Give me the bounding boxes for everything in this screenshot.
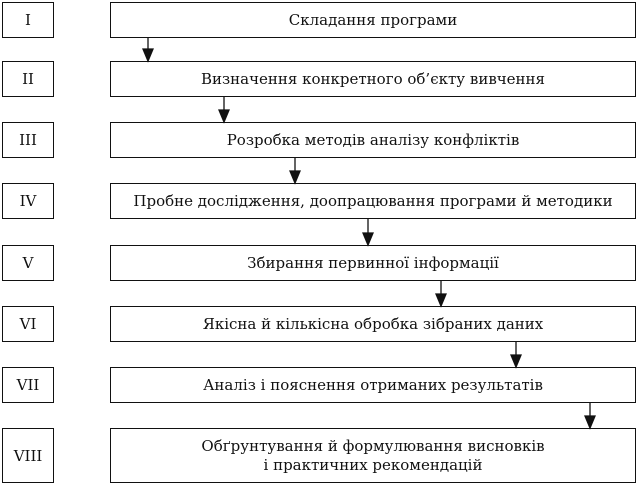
stage-box-5: Збирання первинної інформації	[110, 245, 636, 281]
stage-box-8: Обґрунтування й формулювання висновків і…	[110, 428, 636, 483]
stage-number-label: III	[19, 131, 37, 149]
stage-box-7: Аналіз і пояснення отриманих результатів	[110, 367, 636, 403]
stage-number-label: VII	[16, 376, 40, 394]
arrow-2-3	[218, 97, 230, 124]
arrow-5-6	[435, 281, 447, 308]
stage-number-label: I	[25, 11, 31, 29]
stage-number-label: IV	[19, 192, 37, 210]
stage-number-5: V	[2, 245, 54, 281]
stage-text: Складання програми	[288, 10, 458, 29]
arrow-7-8	[584, 403, 596, 430]
stage-number-6: VI	[2, 306, 54, 342]
stage-text: Пробне дослідження, доопрацювання програ…	[133, 191, 613, 210]
stage-number-3: III	[2, 122, 54, 158]
stage-text: Розробка методів аналізу конфліктів	[226, 130, 520, 149]
stage-box-6: Якісна й кількісна обробка зібраних дани…	[110, 306, 636, 342]
stage-number-4: IV	[2, 183, 54, 219]
stage-box-2: Визначення конкретного об’єкту вивчення	[110, 61, 636, 97]
arrow-1-2	[142, 38, 154, 63]
stage-box-1: Складання програми	[110, 2, 636, 38]
arrow-4-5	[362, 219, 374, 247]
stage-text: Аналіз і пояснення отриманих результатів	[203, 375, 543, 394]
stage-text: Обґрунтування й формулювання висновків і…	[201, 436, 545, 474]
stage-number-label: V	[22, 254, 34, 272]
stage-number-label: VIII	[13, 446, 43, 465]
arrow-6-7	[510, 342, 522, 369]
stage-number-8: VIII	[2, 428, 54, 483]
arrow-3-4	[289, 158, 301, 185]
stage-text: Визначення конкретного об’єкту вивчення	[200, 69, 546, 88]
stage-box-3: Розробка методів аналізу конфліктів	[110, 122, 636, 158]
stage-text: Якісна й кількісна обробка зібраних дани…	[202, 314, 544, 333]
stage-box-4: Пробне дослідження, доопрацювання програ…	[110, 183, 636, 219]
stage-text: Збирання первинної інформації	[247, 253, 499, 272]
stage-number-label: II	[22, 70, 34, 88]
stage-number-2: II	[2, 61, 54, 97]
stage-number-7: VII	[2, 367, 54, 403]
stage-number-1: I	[2, 2, 54, 38]
stage-number-label: VI	[19, 315, 37, 333]
